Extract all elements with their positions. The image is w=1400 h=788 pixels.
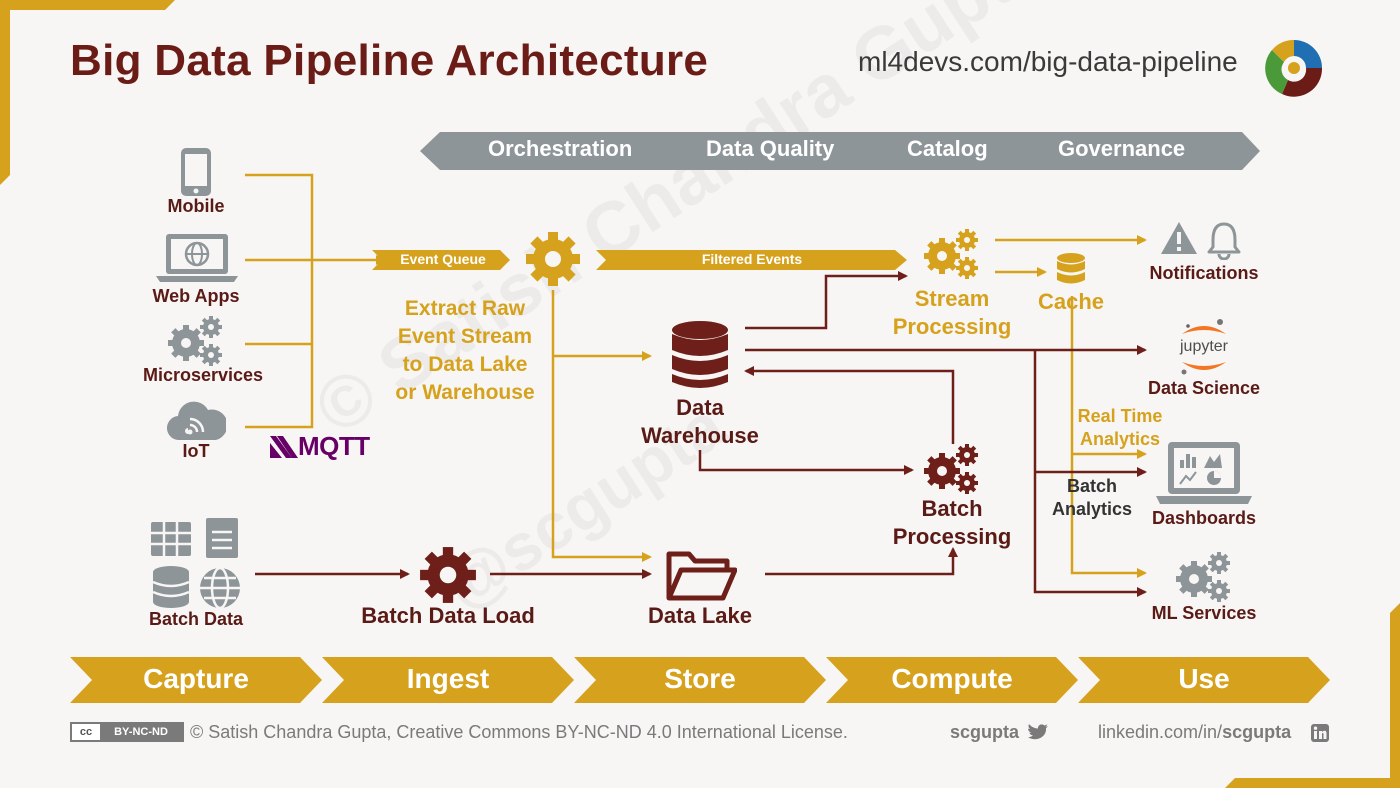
linkedin-url[interactable]: linkedin.com/in/scgupta [1098, 722, 1291, 743]
license-badge[interactable]: cc BY-NC-ND [70, 722, 184, 742]
mqtt-label: MQTT [298, 431, 370, 461]
mobile-label: Mobile [167, 196, 225, 216]
data-warehouse-line2: Warehouse [641, 423, 759, 448]
data-science-label: Data Science [1147, 378, 1261, 398]
license-badge-label: BY-NC-ND [100, 724, 182, 740]
real-time-analytics-line2: Analytics [1079, 429, 1161, 449]
stage-band [70, 657, 1330, 703]
stream-processing-line2: Processing [892, 314, 1012, 339]
jupyter-label: jupyter [1179, 338, 1229, 355]
mobile-icon [181, 148, 211, 196]
orchestration-label: Orchestration [488, 136, 633, 161]
catalog-label: Catalog [907, 136, 988, 161]
notifications-label: Notifications [1149, 263, 1259, 283]
extract-raw-line2: Event Stream [397, 325, 533, 348]
stream-processing-line1: Stream [914, 286, 990, 311]
extract-raw-line1: Extract Raw [404, 297, 526, 320]
laptop-icon [156, 234, 238, 282]
batch-processing-gears-icon [924, 444, 978, 494]
jupyter-logo-icon [1181, 319, 1226, 375]
dashboard-laptop-icon [1156, 442, 1252, 504]
event-queue-label: Event Queue [400, 251, 486, 267]
stage-capture: Capture [143, 663, 249, 694]
batch-analytics-line1: Batch [1066, 476, 1117, 496]
batch-analytics-line2: Analytics [1051, 499, 1133, 519]
event-processor-gear-icon [526, 232, 580, 286]
cache-database-icon [1057, 253, 1085, 284]
microservices-label: Microservices [142, 365, 264, 385]
twitter-icon[interactable] [1028, 724, 1048, 740]
gears-icon [168, 316, 222, 366]
data-lake-folder-icon [666, 551, 737, 601]
cc-icon: cc [72, 724, 100, 740]
stream-processing-gears-icon [924, 229, 978, 279]
extract-raw-line3: to Data Lake [402, 353, 528, 376]
batch-data-icons [151, 518, 240, 610]
warning-icon [1161, 222, 1197, 254]
linkedin-prefix: linkedin.com/in/ [1098, 722, 1223, 742]
iot-label: IoT [182, 441, 210, 461]
linkedin-handle: scgupta [1222, 722, 1292, 742]
source-url[interactable]: ml4devs.com/big-data-pipeline [858, 46, 1238, 77]
data-warehouse-line1: Data [676, 395, 724, 420]
data-lake-label: Data Lake [648, 603, 752, 628]
page-title: Big Data Pipeline Architecture [70, 36, 709, 85]
logo-icon [1265, 39, 1323, 97]
real-time-analytics-line1: Real Time [1077, 406, 1163, 426]
governance-label: Governance [1058, 136, 1186, 161]
linkedin-icon[interactable] [1311, 724, 1329, 742]
data-quality-label: Data Quality [706, 136, 835, 161]
stage-store: Store [664, 663, 736, 694]
dashboards-label: Dashboards [1151, 508, 1257, 528]
batch-data-load-label: Batch Data Load [361, 603, 535, 628]
batch-processing-line1: Batch [921, 496, 983, 521]
batch-processing-line2: Processing [892, 524, 1012, 549]
orchestration-bar [420, 132, 1260, 170]
stage-ingest: Ingest [406, 663, 490, 694]
extract-raw-line4: or Warehouse [395, 381, 535, 404]
twitter-handle[interactable]: scgupta [950, 722, 1020, 742]
cache-label: Cache [1037, 289, 1105, 314]
filtered-events-label: Filtered Events [701, 251, 803, 267]
license-text: © Satish Chandra Gupta, Creative Commons… [190, 722, 848, 742]
data-warehouse-icon [672, 321, 728, 388]
ml-services-gears-icon [1176, 552, 1230, 602]
stage-use: Use [1178, 663, 1230, 694]
batch-load-gear-icon [420, 547, 476, 603]
stage-compute: Compute [891, 663, 1013, 694]
ml-services-label: ML Services [1151, 603, 1257, 623]
web-apps-label: Web Apps [152, 286, 240, 306]
batch-data-label: Batch Data [148, 609, 244, 629]
bell-icon [1207, 222, 1241, 260]
mqtt-logo-icon [270, 436, 298, 458]
iot-cloud-icon [167, 401, 226, 441]
